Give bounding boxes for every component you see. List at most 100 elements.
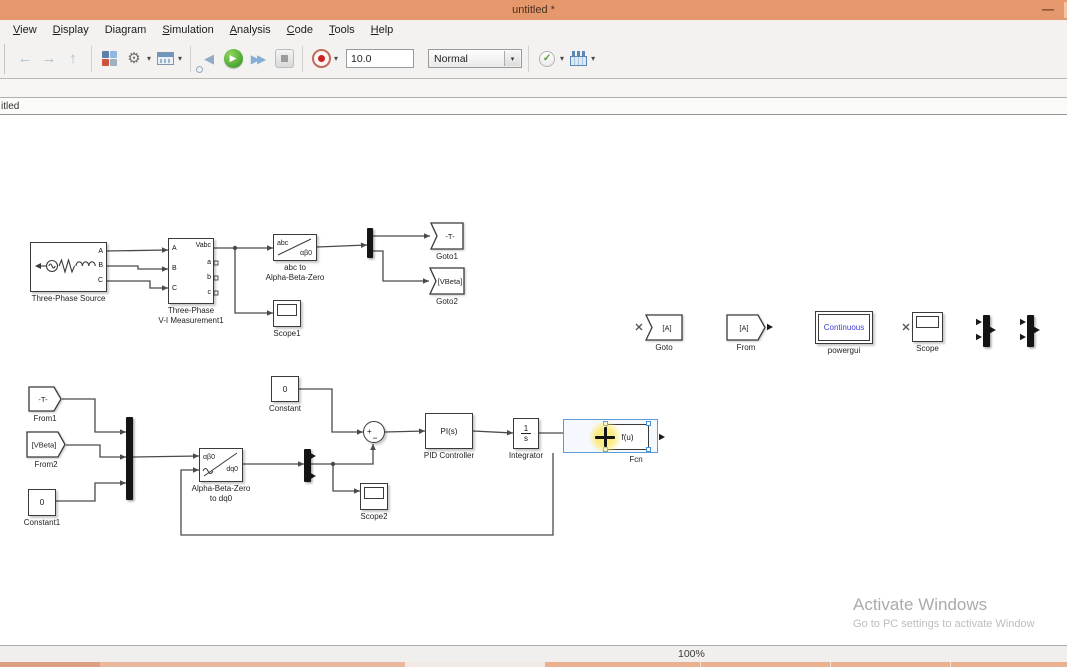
scope2-label: Scope2 (360, 512, 388, 521)
wire[interactable] (107, 265, 168, 270)
up-icon[interactable]: ↑ (69, 50, 77, 67)
wire-junction (232, 245, 238, 251)
wire[interactable] (373, 250, 429, 282)
run-button[interactable]: ▶ (223, 46, 243, 72)
gear-dropdown-caret[interactable]: ▾ (147, 54, 152, 63)
wire-arrowhead (120, 480, 126, 486)
wire[interactable] (234, 248, 273, 314)
model-canvas[interactable] (0, 115, 1067, 645)
menu-help[interactable]: Help (370, 23, 394, 36)
update-diagram-button[interactable]: ✓ (537, 46, 557, 72)
from[interactable]: [A] (726, 314, 766, 341)
goto[interactable]: [A] (645, 314, 683, 341)
scope-label: Scope (916, 344, 939, 353)
constant-label: Constant (268, 404, 302, 413)
wire-arrowhead (161, 247, 168, 253)
model-settings-gear-icon[interactable]: ⚙ (127, 50, 141, 67)
wire-arrowhead (506, 429, 513, 436)
port-A: A (98, 248, 103, 255)
status-bar: 100% (0, 645, 1067, 662)
wire[interactable] (180, 453, 554, 536)
breadcrumb[interactable]: itled (0, 97, 1067, 115)
wire[interactable] (311, 444, 374, 465)
check-dropdown-caret[interactable]: ▾ (560, 54, 565, 63)
pid-controller-label: PID Controller (423, 451, 475, 460)
wire[interactable] (132, 455, 200, 458)
menu-diagram[interactable]: Diagram (104, 23, 147, 36)
wire[interactable] (62, 398, 126, 433)
mux-unconnected-2[interactable] (1027, 315, 1034, 347)
menu-code[interactable]: Code (286, 23, 313, 36)
wire[interactable] (384, 430, 426, 433)
integrator-label: Integrator (508, 451, 544, 460)
constant1[interactable]: 0 (28, 489, 56, 516)
wire[interactable] (472, 430, 514, 434)
scope1[interactable] (273, 300, 301, 327)
powergui-inner: Continuous (818, 314, 870, 341)
wire[interactable] (56, 482, 126, 502)
explorer-dropdown-caret[interactable]: ▾ (178, 54, 183, 63)
step-back-icon[interactable]: ◀ (196, 46, 219, 73)
fcn-selection[interactable]: f(u) (563, 419, 658, 454)
goto2[interactable]: [VBeta] (429, 267, 465, 295)
menu-analysis[interactable]: Analysis (229, 23, 271, 36)
sum[interactable]: +− (363, 421, 385, 443)
selection-handle[interactable] (646, 421, 651, 426)
library-browser-icon[interactable] (100, 46, 120, 72)
taskbar-edge (0, 662, 1067, 667)
wire[interactable] (66, 444, 126, 458)
record-button[interactable] (311, 46, 331, 72)
svg-text:[A]: [A] (739, 324, 748, 333)
menu-display[interactable]: Display (52, 23, 89, 36)
model-explorer-icon[interactable] (155, 46, 175, 72)
constant[interactable]: 0 (271, 376, 299, 402)
stop-icon (274, 49, 294, 68)
menu-bar: View Display Diagram Simulation Analysis Code… (0, 20, 1067, 39)
mux3[interactable] (126, 417, 133, 500)
minimize-button[interactable]: — (1042, 2, 1054, 16)
record-dropdown-caret[interactable]: ▾ (334, 54, 339, 63)
forward-icon[interactable]: → (41, 50, 57, 67)
build-button[interactable] (568, 46, 588, 72)
wire[interactable] (299, 388, 363, 433)
wire-arrowhead (192, 453, 199, 459)
demux1[interactable] (367, 228, 373, 258)
toolbar-grip (4, 43, 5, 74)
wire[interactable] (316, 244, 368, 248)
menu-tools[interactable]: Tools (328, 23, 355, 36)
combo-arrow-icon: ▾ (504, 51, 521, 66)
powergui[interactable]: Continuous (815, 311, 873, 344)
pid-controller[interactable]: PI(s) (425, 413, 473, 449)
demux2[interactable] (304, 449, 311, 482)
step-forward-icon[interactable]: ▶▶ (250, 51, 266, 66)
scope2[interactable] (360, 483, 388, 510)
from2[interactable]: [VBeta] (26, 431, 66, 458)
mux-unconnected-1[interactable] (983, 315, 990, 347)
wire-arrowhead (354, 488, 360, 494)
scope[interactable] (912, 312, 943, 342)
back-icon[interactable]: ← (17, 50, 33, 67)
wire[interactable] (332, 464, 360, 492)
title-bar: untitled * — (0, 0, 1067, 20)
wire[interactable] (107, 280, 168, 289)
stop-button[interactable] (274, 46, 294, 72)
selection-handle[interactable] (646, 447, 651, 452)
library-grid-icon (102, 50, 118, 67)
menu-view[interactable]: View (13, 23, 37, 36)
sim-stop-time-input[interactable] (346, 49, 415, 68)
wire[interactable] (106, 249, 169, 252)
sim-mode-select[interactable]: Normal ▾ (428, 49, 523, 68)
port-stub-mark (213, 260, 219, 266)
from1[interactable]: -T- (28, 386, 62, 412)
goto1[interactable]: -T- (430, 222, 464, 250)
build-dropdown-caret[interactable]: ▾ (591, 54, 596, 63)
menu-simulation[interactable]: Simulation (162, 23, 214, 36)
